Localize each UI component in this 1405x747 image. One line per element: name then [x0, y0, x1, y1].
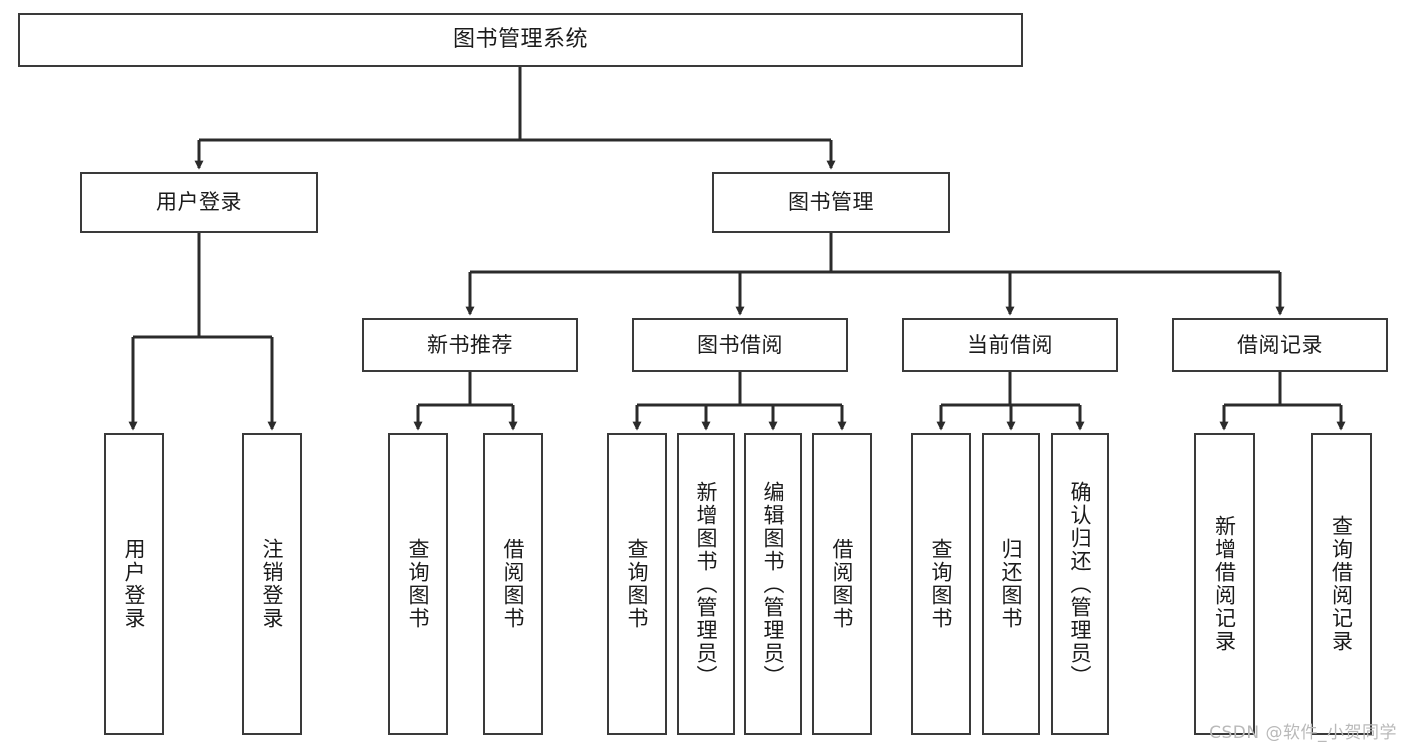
node-label: 当前借阅 [967, 332, 1053, 357]
node-label: 用户登录 [156, 190, 242, 215]
leaf-query-books-new-book[interactable]: 查询图书 [388, 433, 448, 735]
node-label: 借阅图书 [501, 538, 526, 630]
leaf-return-books[interactable]: 归还图书 [982, 433, 1040, 735]
node-label: 查询图书 [929, 538, 954, 630]
leaf-borrow-books-new-book[interactable]: 借阅图书 [483, 433, 543, 735]
node-label: 新增图书（管理员） [694, 480, 719, 688]
leaf-borrow-books-borrowing[interactable]: 借阅图书 [812, 433, 872, 735]
node-new-book-recommendation[interactable]: 新书推荐 [362, 318, 578, 372]
node-label: 借阅记录 [1237, 332, 1323, 357]
leaf-query-borrow-record[interactable]: 查询借阅记录 [1311, 433, 1372, 735]
leaf-add-book-admin[interactable]: 新增图书（管理员） [677, 433, 735, 735]
node-label: 编辑图书（管理员） [761, 480, 786, 688]
leaf-confirm-return-admin[interactable]: 确认归还（管理员） [1051, 433, 1109, 735]
leaf-query-books-borrowing[interactable]: 查询图书 [607, 433, 667, 735]
node-label: 图书借阅 [697, 332, 783, 357]
leaf-edit-book-admin[interactable]: 编辑图书（管理员） [744, 433, 802, 735]
node-label: 查询图书 [406, 538, 431, 630]
node-label: 图书管理 [788, 190, 874, 215]
node-user-login[interactable]: 用户登录 [80, 172, 318, 233]
node-label: 确认归还（管理员） [1068, 480, 1093, 688]
node-label: 新增借阅记录 [1212, 515, 1237, 653]
node-label: 查询图书 [625, 538, 650, 630]
node-book-borrowing[interactable]: 图书借阅 [632, 318, 848, 372]
csdn-watermark: CSDN @软件_小贺同学 [1209, 723, 1397, 743]
node-label: 查询借阅记录 [1329, 515, 1354, 653]
leaf-query-books-current[interactable]: 查询图书 [911, 433, 971, 735]
node-root-book-management-system[interactable]: 图书管理系统 [18, 13, 1023, 67]
leaf-add-borrow-record[interactable]: 新增借阅记录 [1194, 433, 1255, 735]
leaf-user-login[interactable]: 用户登录 [104, 433, 164, 735]
node-current-borrowing[interactable]: 当前借阅 [902, 318, 1118, 372]
node-label: 图书管理系统 [452, 27, 588, 53]
node-borrow-records[interactable]: 借阅记录 [1172, 318, 1388, 372]
node-label: 归还图书 [999, 538, 1024, 630]
node-label: 用户登录 [122, 538, 147, 630]
node-book-management[interactable]: 图书管理 [712, 172, 950, 233]
node-label: 借阅图书 [830, 538, 855, 630]
leaf-logout[interactable]: 注销登录 [242, 433, 302, 735]
node-label: 注销登录 [260, 538, 285, 630]
node-label: 新书推荐 [427, 332, 513, 357]
